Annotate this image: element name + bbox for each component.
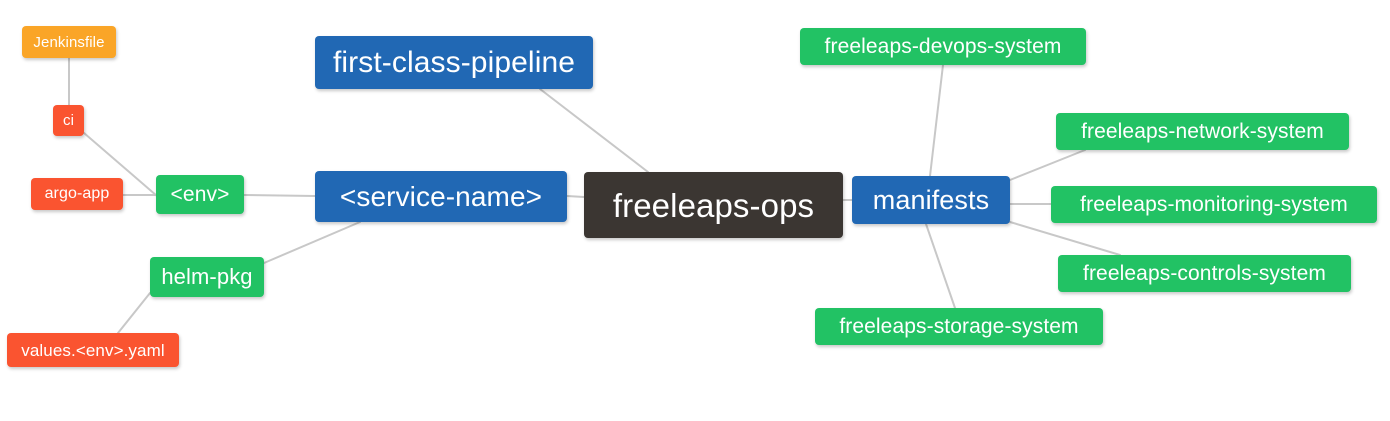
mindmap-node-freeleaps-network-system[interactable]: freeleaps-network-system xyxy=(1056,113,1349,150)
mindmap-node-ci[interactable]: ci xyxy=(53,105,84,136)
node-label-freeleaps-monitoring-system: freeleaps-monitoring-system xyxy=(1080,193,1348,216)
edge-env-to-service-name xyxy=(243,194,316,197)
mindmap-node-first-class-pipeline[interactable]: first-class-pipeline xyxy=(315,36,593,89)
node-label-env: <env> xyxy=(170,183,230,206)
edge-manifests-to-freeleaps-network-system xyxy=(1009,149,1086,181)
mindmap-node-helm-pkg[interactable]: helm-pkg xyxy=(150,257,264,297)
node-label-manifests: manifests xyxy=(872,184,990,215)
node-label-freeleaps-controls-system: freeleaps-controls-system xyxy=(1083,262,1326,285)
node-label-helm-pkg: helm-pkg xyxy=(161,264,253,289)
node-label-freeleaps-storage-system: freeleaps-storage-system xyxy=(839,315,1079,338)
mindmap-node-argo-app[interactable]: argo-app xyxy=(31,178,123,210)
edge-manifests-to-freeleaps-devops-system xyxy=(929,64,944,177)
node-label-first-class-pipeline: first-class-pipeline xyxy=(332,45,576,79)
mindmap-node-freeleaps-ops[interactable]: freeleaps-ops xyxy=(584,172,843,238)
node-label-service-name: <service-name> xyxy=(339,180,543,212)
mindmap-node-values-env-yaml[interactable]: values.<env>.yaml xyxy=(7,333,179,367)
node-label-ci: ci xyxy=(62,112,75,129)
edge-manifests-to-freeleaps-storage-system xyxy=(925,223,956,309)
mindmap-node-service-name[interactable]: <service-name> xyxy=(315,171,567,222)
edge-values-env-yaml-to-helm-pkg xyxy=(117,292,151,334)
mindmap-node-freeleaps-devops-system[interactable]: freeleaps-devops-system xyxy=(800,28,1086,65)
edge-first-class-pipeline-to-freeleaps-ops xyxy=(539,88,649,173)
mindmap-node-manifests[interactable]: manifests xyxy=(852,176,1010,224)
edge-helm-pkg-to-service-name xyxy=(263,221,361,264)
node-label-argo-app: argo-app xyxy=(44,185,110,202)
mindmap-node-env[interactable]: <env> xyxy=(156,175,244,214)
node-label-freeleaps-network-system: freeleaps-network-system xyxy=(1081,120,1324,143)
node-label-jenkinsfile: Jenkinsfile xyxy=(33,33,105,51)
edge-service-name-to-freeleaps-ops xyxy=(566,195,585,198)
edge-manifests-to-freeleaps-controls-system xyxy=(1009,221,1121,256)
mindmap-node-jenkinsfile[interactable]: Jenkinsfile xyxy=(22,26,116,58)
node-label-freeleaps-devops-system: freeleaps-devops-system xyxy=(824,35,1062,58)
mindmap-node-freeleaps-controls-system[interactable]: freeleaps-controls-system xyxy=(1058,255,1351,292)
mindmap-node-freeleaps-storage-system[interactable]: freeleaps-storage-system xyxy=(815,308,1103,345)
node-label-freeleaps-ops: freeleaps-ops xyxy=(612,186,815,224)
mindmap-node-freeleaps-monitoring-system[interactable]: freeleaps-monitoring-system xyxy=(1051,186,1377,223)
node-label-values-env-yaml: values.<env>.yaml xyxy=(21,340,165,360)
